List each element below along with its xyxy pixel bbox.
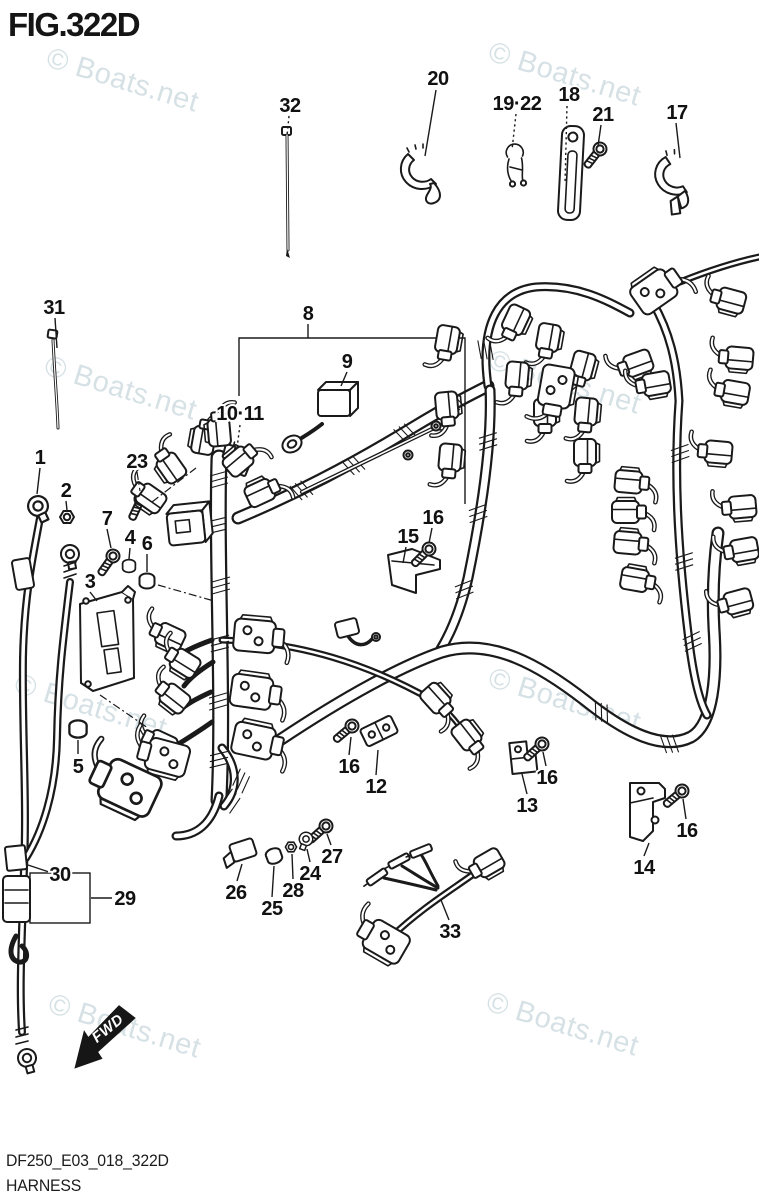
relay-block <box>165 500 214 547</box>
part-callout-14: 14 <box>633 857 656 879</box>
part-callout-27: 27 <box>321 846 343 868</box>
part-callout-17: 17 <box>666 102 688 124</box>
part-2-ring-terminal <box>58 542 83 572</box>
part-28-nut <box>284 841 298 853</box>
part-callout-7: 7 <box>102 508 113 530</box>
battery-cable-end-ring <box>14 1045 41 1076</box>
part-callout-8: 8 <box>303 303 314 325</box>
part-19-22-clip <box>505 143 528 188</box>
part-callout-21: 21 <box>592 104 614 126</box>
part-31-cable-tie <box>46 328 60 430</box>
sensor-lead <box>334 617 381 642</box>
part-callout-16: 16 <box>676 820 698 842</box>
part-callout-13: 13 <box>516 795 538 817</box>
part-20-clamp <box>399 143 441 205</box>
part-12-bracket <box>359 715 399 747</box>
part-callout-18: 18 <box>558 84 580 106</box>
harness-stay-rod <box>299 420 443 495</box>
part-16-bolt <box>329 715 363 747</box>
part-14-bracket <box>629 782 666 842</box>
part-callout-23: 23 <box>126 451 148 473</box>
part-18-bracket <box>557 124 585 222</box>
part-7-bolt <box>93 545 124 580</box>
part-callout-20: 20 <box>427 68 449 90</box>
part-callout-28: 28 <box>282 880 304 902</box>
part-17-clamp <box>654 148 690 216</box>
part-callout-1: 1 <box>35 447 46 469</box>
part-callout-9: 9 <box>342 351 353 373</box>
part-5-grommet <box>68 719 88 739</box>
part-2-nut <box>59 510 75 524</box>
footer-part-code: DF250_E03_018_322D <box>6 1151 169 1170</box>
part-callout-16: 16 <box>338 756 360 778</box>
part-callout-15: 15 <box>397 526 419 548</box>
footer-figure-name: HARNESS <box>6 1176 82 1195</box>
part-21-bolt <box>580 138 611 172</box>
part-32-cable-tie <box>281 126 292 258</box>
part-callout-32: 32 <box>279 95 301 117</box>
part-callout-3: 3 <box>85 571 96 593</box>
part-1-ring-terminal <box>23 491 56 527</box>
part-callout-30: 30 <box>49 864 71 886</box>
part-6-grommet <box>138 572 156 590</box>
part-29-box <box>29 872 91 924</box>
inline-fuse-holder <box>11 557 35 591</box>
fwd-arrow: FWD <box>74 1005 136 1069</box>
part-callout-16: 16 <box>536 767 558 789</box>
callout-leader-lines <box>27 89 687 921</box>
part-callout-5: 5 <box>73 756 84 778</box>
figure-title: FIG.322D <box>8 6 141 43</box>
part-9-relay <box>317 381 359 417</box>
part-callout-31: 31 <box>43 297 65 319</box>
part-3-plate <box>79 585 136 692</box>
part-callout-25: 25 <box>261 898 283 920</box>
part-callout-10·11: 10·11 <box>216 403 264 425</box>
part-callout-4: 4 <box>125 527 137 549</box>
part-8-bracket-line <box>238 324 466 504</box>
part-callout-26: 26 <box>225 882 247 904</box>
part-callout-33: 33 <box>439 921 461 943</box>
part-4-grommet <box>121 558 137 574</box>
part-callout-24: 24 <box>299 863 322 885</box>
part-26-cap <box>222 837 258 869</box>
part-30-fuse-holder <box>2 844 31 923</box>
part-callout-16: 16 <box>422 507 444 529</box>
part-9-ring-terminal <box>281 434 303 454</box>
part-callout-19·22: 19·22 <box>493 93 542 115</box>
part-25-sleeve <box>263 845 285 867</box>
connectors <box>75 255 759 969</box>
part-callout-29: 29 <box>114 888 136 910</box>
part-callout-12: 12 <box>365 776 387 798</box>
part-callout-2: 2 <box>61 480 72 502</box>
part-callout-6: 6 <box>142 533 153 555</box>
